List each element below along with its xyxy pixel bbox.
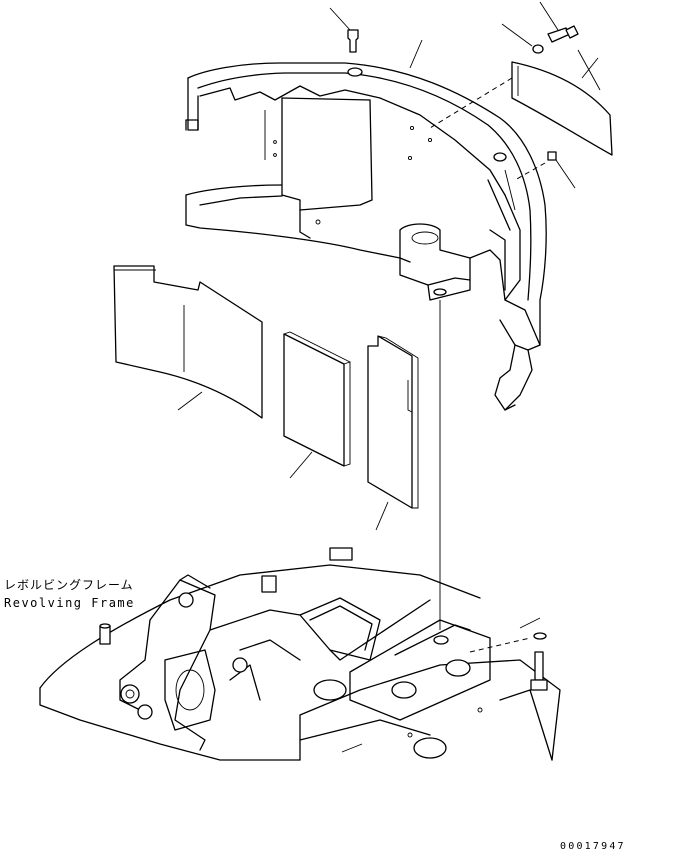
frame-label-en: Revolving Frame — [4, 596, 135, 610]
counterweight-cover — [185, 62, 547, 411]
assembly-line-clip — [514, 162, 546, 181]
insulation-pad-large — [113, 265, 263, 419]
insulation-pad-middle — [283, 331, 351, 479]
clip-fastener — [547, 151, 576, 189]
cover-plate — [511, 49, 613, 156]
bolt-top-right — [539, 1, 579, 43]
bolt-top-left — [329, 7, 359, 53]
leader-cover — [409, 39, 423, 69]
bolt-frame — [519, 617, 548, 691]
revolving-frame — [39, 547, 561, 761]
frame-label-jp: レボルビングフレーム — [4, 578, 134, 592]
insulation-pad-right — [367, 335, 419, 531]
assembly-line-plate — [429, 77, 513, 129]
assembly-line-bolt — [469, 637, 531, 653]
drawing-number: 00017947 — [560, 841, 626, 852]
washer-top-right — [501, 23, 544, 54]
